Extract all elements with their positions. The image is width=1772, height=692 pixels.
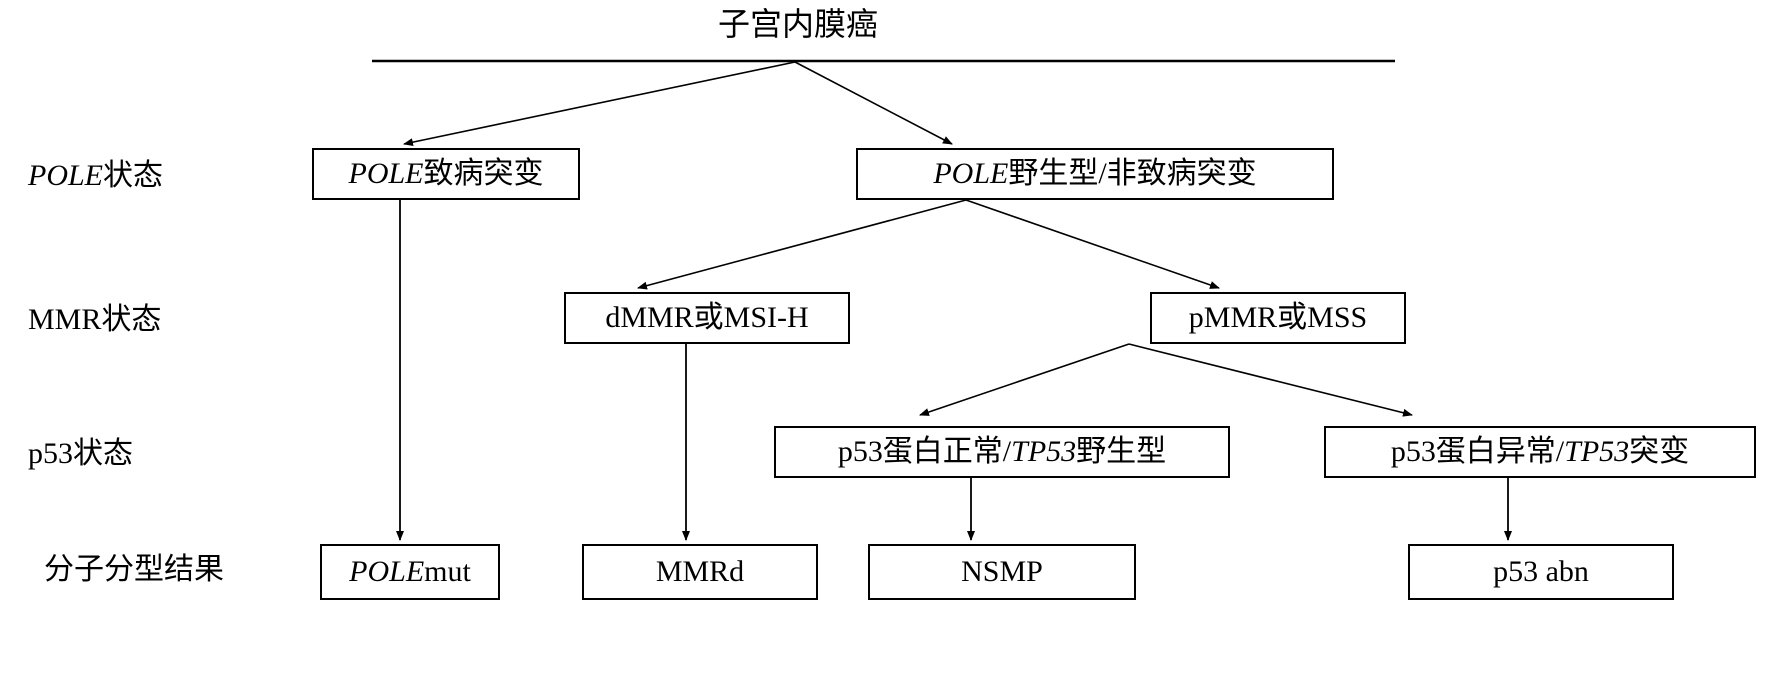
row-label-pole-rest: 状态	[103, 159, 163, 192]
edge-polewt-to-pmmr	[965, 199, 1220, 289]
edge-pmmr-to-p53-abnormal	[1128, 343, 1413, 417]
edge-polewt-to-dmmr	[637, 199, 967, 290]
edge-root-to-pole-wt	[794, 61, 953, 145]
node-result-nsmp[interactable]: NSMP	[868, 544, 1136, 600]
node-p53-normal-rest: 野生型	[1076, 435, 1167, 468]
row-label-p53-rest: p53状态	[28, 437, 133, 470]
row-label-result-rest: 分子分型结果	[44, 553, 224, 586]
row-label-pole-italic: POLE	[28, 159, 103, 192]
node-result-pole-mut-italic: POLE	[349, 555, 425, 588]
node-result-p53-abn-rest: p53 abn	[1493, 555, 1589, 588]
node-pole-wildtype-rest: 野生型/非致病突变	[1008, 157, 1257, 190]
row-label-mmr-status: MMR状态	[28, 302, 161, 338]
node-result-pole-mut-rest: mut	[424, 555, 471, 588]
node-pole-wildtype-italic: POLE	[933, 157, 1009, 190]
node-dmmr-msi-h-rest: dMMR或MSI-H	[605, 301, 809, 334]
node-p53-abnormal-italic: TP53	[1564, 435, 1630, 468]
node-p53-abnormal-pre: p53蛋白异常/	[1390, 435, 1565, 468]
edge-pmmr-to-p53-normal	[919, 343, 1130, 416]
node-pmmr-mss-rest: pMMR或MSS	[1188, 301, 1368, 334]
node-pmmr-mss[interactable]: pMMR或MSS	[1150, 292, 1406, 344]
node-p53-normal-pre: p53蛋白正常/	[837, 435, 1012, 468]
edge-root-to-pole-path	[403, 61, 796, 147]
node-dmmr-msi-h[interactable]: dMMR或MSI-H	[564, 292, 850, 344]
node-pole-pathogenic-rest: 致病突变	[423, 157, 544, 190]
node-p53-abnormal-rest: 突变	[1629, 435, 1690, 468]
node-result-mmrd[interactable]: MMRd	[582, 544, 818, 600]
node-result-pole-mut[interactable]: POLE mut	[320, 544, 500, 600]
row-label-molecular-result: 分子分型结果	[44, 552, 224, 588]
node-p53-normal-italic: TP53	[1011, 435, 1077, 468]
node-pole-pathogenic-italic: POLE	[348, 157, 424, 190]
page-title: 子宫内膜癌	[648, 8, 948, 40]
row-label-p53-status: p53状态	[28, 436, 133, 472]
node-result-nsmp-rest: NSMP	[961, 555, 1043, 588]
node-result-p53-abn[interactable]: p53 abn	[1408, 544, 1674, 600]
row-label-mmr-rest: MMR状态	[28, 303, 162, 336]
title-text: 子宫内膜癌	[717, 6, 878, 42]
node-result-mmrd-rest: MMRd	[655, 555, 745, 588]
